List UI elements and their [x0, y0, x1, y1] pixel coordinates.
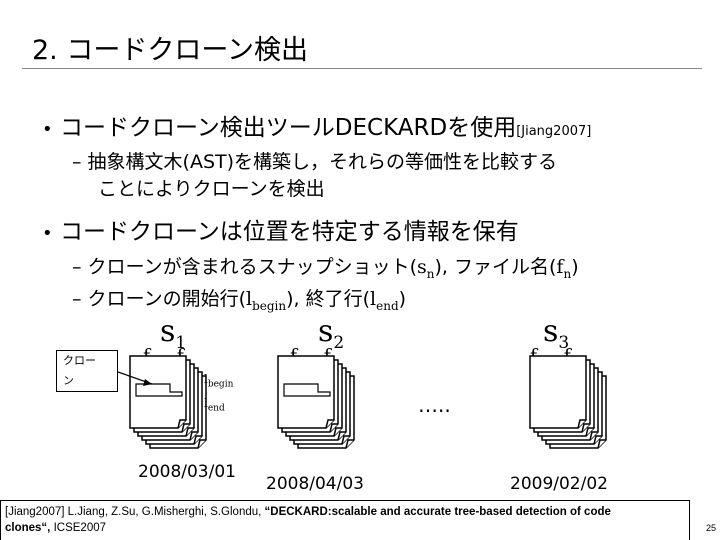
reference-title-part2: clones“,	[5, 522, 51, 534]
clone-callout: クロー ン	[56, 350, 118, 392]
bullet-1-text: コードクローン検出ツールDECKARDを使用	[59, 115, 517, 141]
snapshot-date-1: 2008/03/01	[138, 462, 236, 482]
end-line-symbol: lend	[370, 288, 399, 313]
file-symbol: fn	[556, 256, 572, 281]
bullet-1-citation: [Jiang2007]	[516, 124, 592, 139]
bullet-1: • コードクローン検出ツールDECKARDを使用[Jiang2007]	[42, 108, 591, 142]
snapshot-symbol: sn	[417, 256, 435, 281]
bullet-2-text: コードクローンは位置を特定する情報を保有	[59, 219, 519, 245]
front-file-1	[129, 355, 187, 429]
sub-bullet-2b: – クローンの開始行(lbegin), 終了行(lend)	[72, 284, 406, 313]
file-stack-1	[129, 355, 207, 449]
bullet-dot: •	[42, 223, 53, 244]
sub-bullet-2a-mid: ), ファイル名(	[434, 256, 557, 278]
file-stack-3	[529, 355, 607, 449]
sub-bullet-2a: – クローンが含まれるスナップショット(sn), ファイル名(fn)	[72, 252, 579, 281]
clone-fragment	[135, 383, 183, 397]
snapshot-label-1: s1	[160, 314, 187, 353]
sub-bullet-2b-mid: ), 終了行(	[286, 288, 371, 310]
snapshot-label-2: s2	[318, 314, 345, 353]
reference-authors: [Jiang2007] L.Jiang, Z.Su, G.Misherghi, …	[5, 506, 265, 518]
sub-bullet-1-line2: ことによりクローンを検出	[98, 178, 325, 200]
reference-footnote: [Jiang2007] L.Jiang, Z.Su, G.Misherghi, …	[0, 500, 690, 540]
begin-line-symbol: lbegin	[246, 288, 287, 313]
snapshot-label-3: s3	[543, 314, 570, 353]
sub-bullet-2b-suffix: )	[398, 288, 407, 310]
clone-callout-line1: クロー	[63, 354, 96, 367]
sub-bullet-2a-suffix: )	[571, 256, 579, 278]
slide-title: 2. コードクローン検出	[32, 35, 308, 66]
file-stack-2	[277, 355, 355, 449]
sub-bullet-1-line1: – 抽象構文木(AST)を構築し，それらの等価性を比較する	[72, 151, 558, 173]
bullet-dot: •	[42, 119, 53, 140]
more-snapshots-ellipsis: …..	[418, 393, 451, 417]
begin-line-label: lbegin	[204, 372, 234, 390]
end-line-label: lend	[204, 396, 225, 414]
reference-venue: ICSE2007	[50, 522, 107, 534]
snapshot-date-2: 2008/04/03	[266, 474, 364, 494]
clone-arrow	[117, 371, 153, 386]
page-number: 25	[705, 523, 716, 533]
sub-bullet-2b-prefix: – クローンの開始行(	[72, 288, 247, 310]
clone-callout-line2: ン	[63, 374, 74, 387]
sub-bullet-2a-prefix: – クローンが含まれるスナップショット(	[72, 256, 418, 278]
title-divider	[22, 68, 702, 69]
reference-title-part1: “DECKARD:scalable and accurate tree-base…	[264, 506, 611, 518]
snapshot-date-3: 2009/02/02	[510, 474, 608, 494]
bullet-2: • コードクローンは位置を特定する情報を保有	[42, 212, 519, 246]
